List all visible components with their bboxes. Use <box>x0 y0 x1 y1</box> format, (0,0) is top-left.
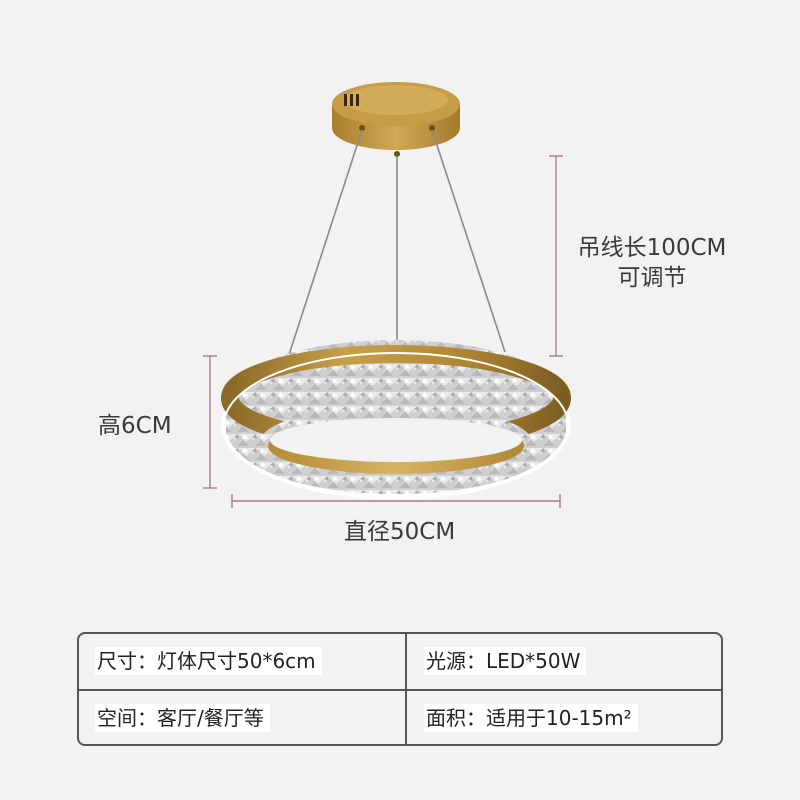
diameter-label: 直径50CM <box>344 519 456 545</box>
spec-size: 尺寸：灯体尺寸50*6cm <box>95 634 322 689</box>
spec-area: 面积：适用于10-15m² <box>424 691 638 744</box>
spec-light-source-text: 光源：LED*50W <box>424 647 587 675</box>
spec-space: 空间：客厅/餐厅等 <box>95 691 270 744</box>
table-row: 尺寸：灯体尺寸50*6cm 光源：LED*50W <box>79 634 721 691</box>
height-label: 高6CM <box>98 413 172 439</box>
table-row: 空间：客厅/餐厅等 面积：适用于10-15m² <box>79 691 721 744</box>
cable-length-text: 吊线长100CM <box>577 235 727 261</box>
cable-length-label: 吊线长100CM 可调节 <box>566 234 738 294</box>
spec-light-source: 光源：LED*50W <box>424 634 587 689</box>
spec-space-text: 空间：客厅/餐厅等 <box>95 704 270 732</box>
adjustable-text: 可调节 <box>617 264 687 291</box>
crystal-ring <box>221 340 571 500</box>
spec-table: 尺寸：灯体尺寸50*6cm 光源：LED*50W 空间：客厅/餐厅等 面积：适用… <box>77 632 723 746</box>
dimension-lines <box>203 155 563 508</box>
product-illustration: 吊线长100CM 可调节 高6CM 直径50CM <box>98 82 738 545</box>
spec-size-text: 尺寸：灯体尺寸50*6cm <box>95 647 322 675</box>
ceiling-canopy <box>332 82 460 157</box>
pendant-lamp-drawing <box>203 82 571 508</box>
spec-area-text: 面积：适用于10-15m² <box>424 704 638 732</box>
